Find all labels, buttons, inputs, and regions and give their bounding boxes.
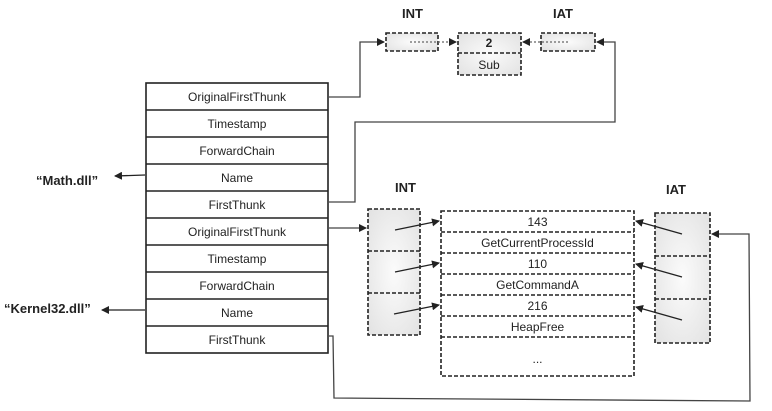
ellipsis: ... xyxy=(532,352,542,366)
dll-name-kernel32: “Kernel32.dll” xyxy=(4,301,91,316)
bottom-iat-header: IAT xyxy=(666,182,686,197)
descriptor-field-forwardchain: ForwardChain xyxy=(199,144,274,158)
iat-pointer-1 xyxy=(635,219,683,235)
function-name: Sub xyxy=(478,58,500,72)
first-thunk-link-kernel32 xyxy=(329,230,751,402)
function-name: HeapFree xyxy=(511,320,565,334)
function-name: GetCommandA xyxy=(496,278,579,292)
function-name: GetCurrentProcessId xyxy=(481,236,594,250)
descriptor-field-firstthunk: FirstThunk xyxy=(209,198,267,212)
bottom-int-header: INT xyxy=(395,180,416,195)
iat-pointer-2 xyxy=(635,262,683,278)
descriptor-field-timestamp: Timestamp xyxy=(208,117,267,131)
hint-value: 110 xyxy=(528,257,547,271)
name-pointer-arrow-math xyxy=(114,171,146,180)
hint-value: 143 xyxy=(527,215,547,229)
hint-value: 216 xyxy=(527,299,547,313)
top-int-header: INT xyxy=(402,6,423,21)
int-pointer-1 xyxy=(394,218,440,231)
descriptor-field-name: Name xyxy=(221,306,253,320)
descriptor-field-originalfirstthunk: OriginalFirstThunk xyxy=(188,225,287,239)
first-thunk-link-math xyxy=(329,38,616,203)
descriptor-field-originalfirstthunk: OriginalFirstThunk xyxy=(188,90,287,104)
descriptor-field-forwardchain: ForwardChain xyxy=(199,279,274,293)
top-hint-name-entry: 2 Sub xyxy=(457,32,522,76)
bottom-iat-table xyxy=(654,212,711,344)
int-pointer-2 xyxy=(394,260,440,273)
hint-value: 2 xyxy=(486,36,493,50)
descriptor-field-timestamp: Timestamp xyxy=(208,252,267,266)
descriptor-field-name: Name xyxy=(221,171,253,185)
import-descriptor-table: OriginalFirstThunkTimestampForwardChainN… xyxy=(145,82,329,354)
original-first-thunk-link-math xyxy=(329,38,385,98)
hint-name-box xyxy=(457,32,522,76)
int-pointer-3 xyxy=(393,302,440,315)
iat-pointer-3 xyxy=(635,305,683,321)
top-iat-header: IAT xyxy=(553,6,573,21)
dll-name-math: “Math.dll” xyxy=(36,173,98,188)
descriptor-field-firstthunk: FirstThunk xyxy=(209,333,267,347)
bottom-int-table xyxy=(367,208,421,336)
